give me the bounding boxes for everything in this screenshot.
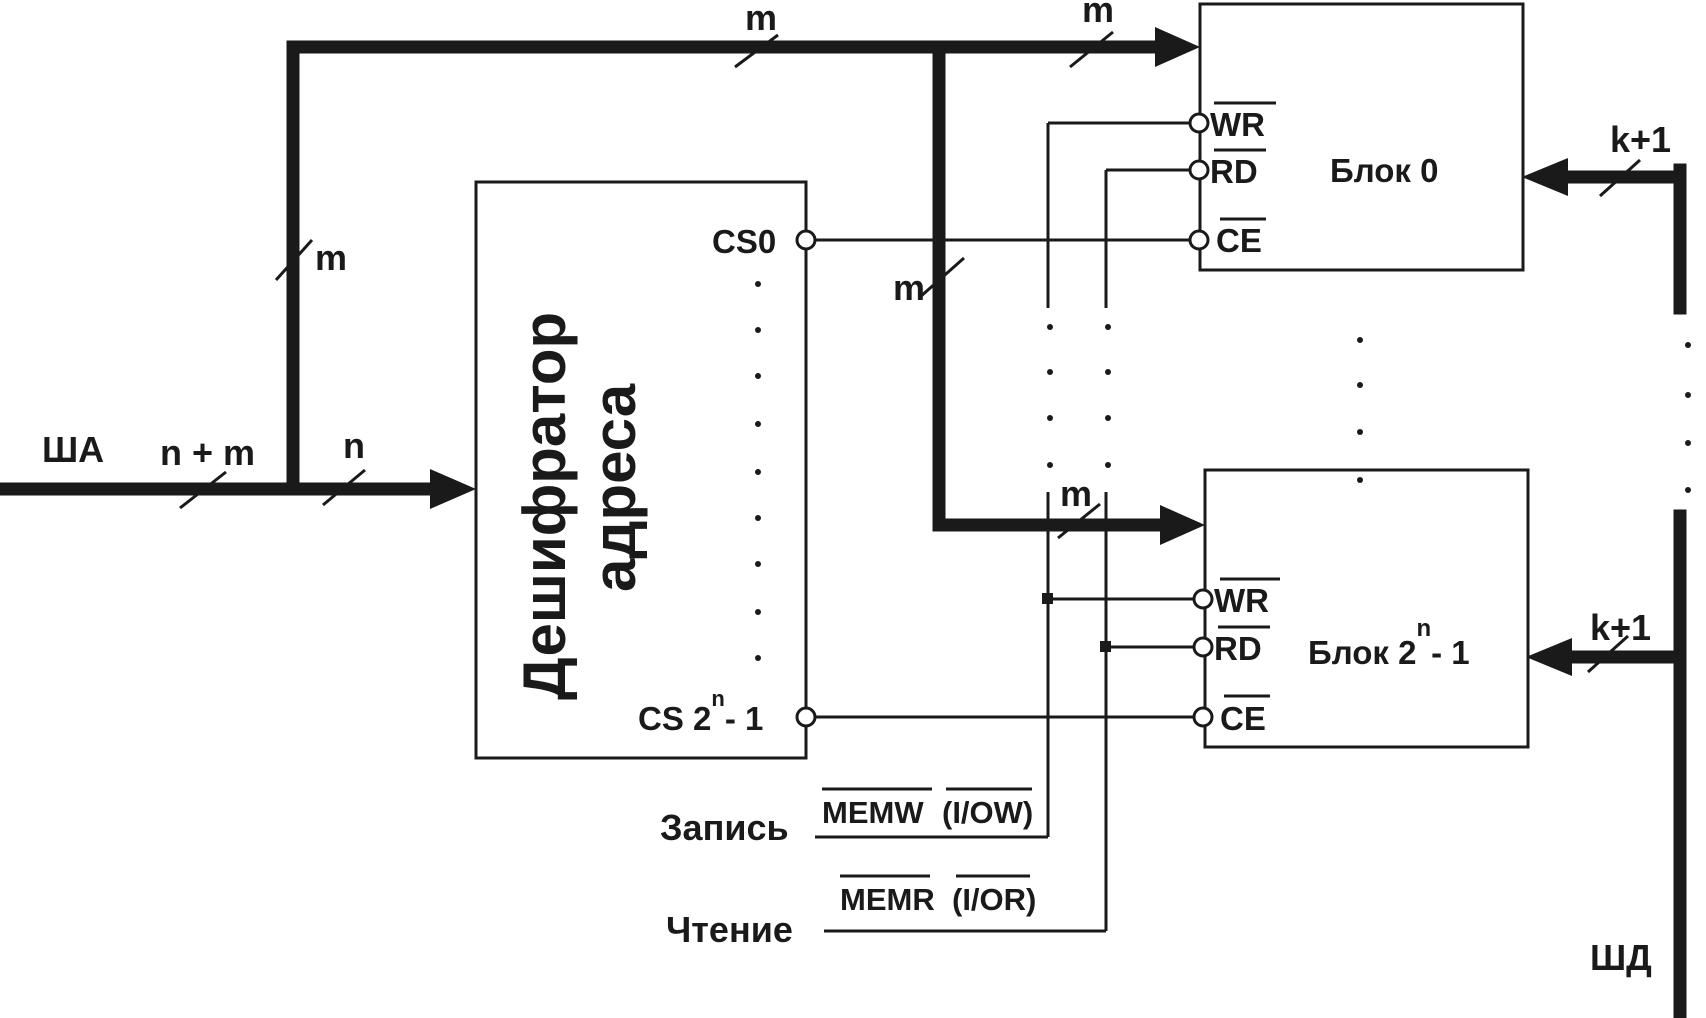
write-label: Запись	[660, 807, 789, 848]
width-label-m-block-last: m	[1060, 473, 1092, 514]
block-last-pin-ce: CE	[1220, 700, 1266, 737]
read-signal-ior: (I/OR)	[952, 882, 1036, 917]
width-label-m-branch: m	[893, 267, 925, 308]
write-line	[815, 121, 1194, 839]
read-signal-memr: MEMR	[840, 882, 935, 917]
memory-block-last	[1203, 468, 1530, 749]
address-bus-label: ША	[42, 429, 104, 470]
block0-pin-ce: CE	[1216, 222, 1262, 259]
width-label-m-top: m	[745, 0, 777, 38]
control-ellipsis	[1047, 324, 1691, 493]
data-bus	[1522, 158, 1687, 1018]
block-ellipsis	[1357, 337, 1363, 483]
data-bus-label: ШД	[1590, 937, 1652, 978]
memory-block-0	[1198, 2, 1525, 272]
block-last-title: Блок 2n- 1	[1308, 615, 1470, 671]
width-label-m-block0: m	[1082, 0, 1114, 30]
block0-pin-wr: WR	[1210, 106, 1265, 143]
width-label-k1-block-last: k+1	[1590, 607, 1651, 648]
width-label-n: n	[343, 425, 365, 466]
write-signal-iow: (I/OW)	[942, 795, 1033, 830]
width-label-m-vertical: m	[315, 237, 347, 278]
block-last-pin-rd: RD	[1214, 630, 1262, 667]
address-bus	[0, 27, 1205, 545]
chip-select-lines	[806, 238, 1194, 719]
inversion-bubbles	[795, 112, 1214, 728]
decoder-output-cs0: CS0	[712, 223, 776, 260]
decoder-output-ellipsis	[755, 281, 761, 661]
block-last-pin-wr: WR	[1214, 582, 1269, 619]
decoder-title-line2: адреса	[581, 383, 648, 592]
width-label-n-plus-m: n + m	[160, 432, 255, 473]
address-decoder: Дешифратор адреса	[474, 180, 808, 760]
write-signal-memw: MEMW	[822, 795, 924, 830]
overbars	[822, 101, 1280, 878]
read-label: Чтение	[666, 909, 793, 950]
decoder-output-cs-last: CS 2n- 1	[638, 686, 763, 737]
read-line	[824, 168, 1194, 933]
block0-pin-rd: RD	[1210, 153, 1258, 190]
block0-title: Блок 0	[1330, 152, 1438, 189]
width-label-k1-block0: k+1	[1610, 119, 1671, 160]
decoder-title-line1: Дешифратор	[511, 312, 578, 700]
